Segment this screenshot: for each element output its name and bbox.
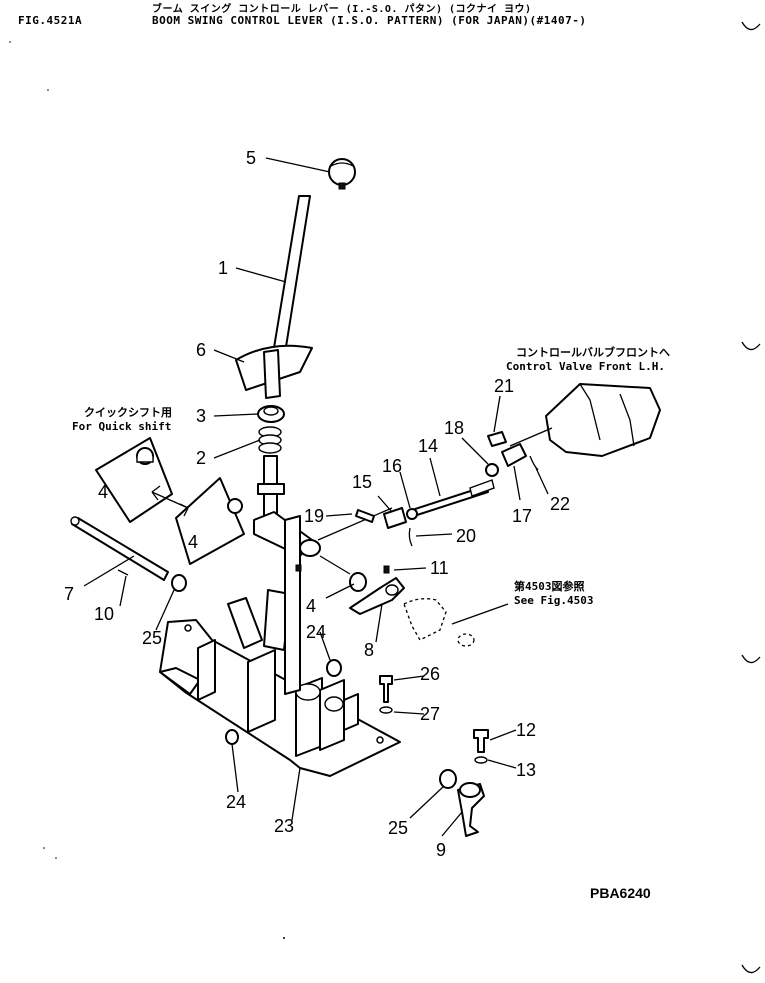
linkage-assembly [349,383,661,647]
quick-shift-detail [95,437,245,565]
note-quick-shift-jp: クイックシフト用 [84,406,172,419]
note-control-valve-jp: コントロールバルブフロントへ [516,345,670,359]
callout-4-quickshift-a: 4 [98,482,108,502]
callout-14: 14 [418,436,438,456]
callout-8: 8 [364,640,374,660]
callout-25-left: 25 [142,628,162,648]
callout-23: 23 [274,816,294,836]
callout-2: 2 [196,448,206,468]
callout-7: 7 [64,584,74,604]
base-plate-assembly [159,589,401,777]
note-quick-shift-en: For Quick shift [72,420,171,433]
callout-4-quickshift-b: 4 [188,532,198,552]
title-japanese: ブーム スイング コントロール レバー (I.-S.O. パタン) (コクナイ … [152,4,532,15]
figure-number: FIG.4521A [18,14,83,27]
callout-4: 4 [306,596,316,616]
callout-numbers: 5 1 6 3 2 4 4 7 10 25 4 24 24 23 25 9 8 … [64,148,570,860]
callout-5: 5 [246,148,256,168]
callout-19: 19 [304,506,324,526]
note-see-fig-en: See Fig.4503 [514,594,593,607]
lever-assembly [235,158,356,695]
callout-1: 1 [218,258,228,278]
callout-18: 18 [444,418,464,438]
drawing-code: PBA6240 [590,885,651,901]
title-english: BOOM SWING CONTROL LEVER (I.S.O. PATTERN… [152,14,587,27]
callout-15: 15 [352,472,372,492]
shaft-and-bushings [70,507,457,789]
callout-27: 27 [420,704,440,724]
callout-21: 21 [494,376,514,396]
callout-10: 10 [94,604,114,624]
callout-26: 26 [420,664,440,684]
scan-specks [9,41,285,939]
callout-12: 12 [516,720,536,740]
callout-17: 17 [512,506,532,526]
callout-25-right: 25 [388,818,408,838]
leader-lines [83,157,549,837]
fastener-parts [379,675,489,837]
callout-13: 13 [516,760,536,780]
note-see-fig-jp: 第4503図参照 [514,579,585,593]
callout-3: 3 [196,406,206,426]
note-control-valve-en: Control Valve Front L.H. [506,360,665,373]
diagram-notes: コントロールバルブフロントへ Control Valve Front L.H. … [72,345,670,901]
callout-24-upper: 24 [306,622,326,642]
callout-9: 9 [436,840,446,860]
callout-24-lower: 24 [226,792,246,812]
callout-20: 20 [456,526,476,546]
callout-16: 16 [382,456,402,476]
callout-6: 6 [196,340,206,360]
callout-22: 22 [550,494,570,514]
binding-marks [741,21,761,974]
callout-11: 11 [430,558,449,578]
